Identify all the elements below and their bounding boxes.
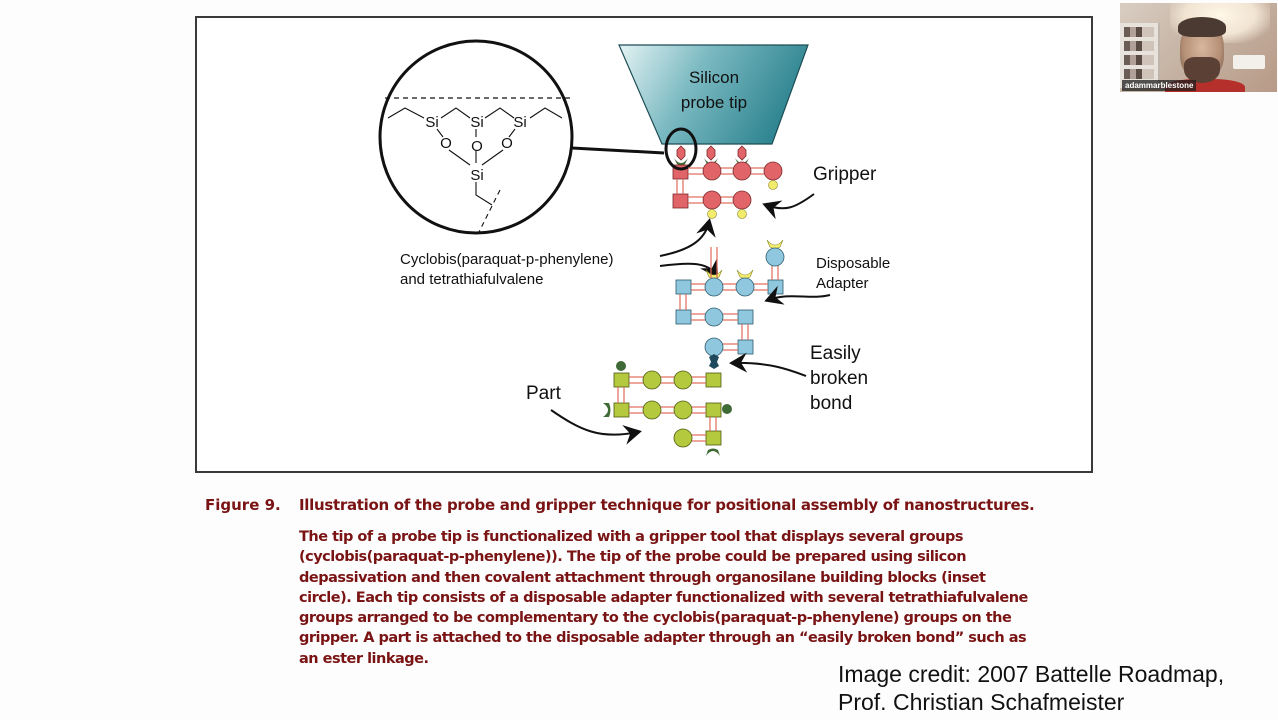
- participant-hair: [1178, 17, 1226, 37]
- caption-line: groups arranged to be complementary to t…: [299, 610, 1012, 627]
- cyclobis-label: Cyclobis(paraquat-p-phenylene) and tetra…: [400, 218, 719, 288]
- caption-line: circle). Each tip consists of a disposab…: [299, 589, 1028, 606]
- image-credit: Image credit: 2007 Battelle Roadmap, Pro…: [838, 660, 1224, 716]
- cyclobis-label-line1: Cyclobis(paraquat-p-phenylene): [400, 251, 613, 268]
- molecular-links: [617, 167, 779, 442]
- bookshelf: [1120, 23, 1160, 88]
- figure-number: Figure 9.: [205, 496, 281, 514]
- gripper-label: Gripper: [813, 164, 877, 185]
- bond-label-line1: Easily: [810, 343, 861, 364]
- adapter-label-line1: Disposable: [816, 255, 890, 272]
- caption-line: (cyclobis(paraquat-p-phenylene)). The ti…: [299, 549, 967, 566]
- participant-name-label: adammarblestone: [1122, 80, 1197, 91]
- silicon-probe-tip: Silicon probe tip: [618, 44, 809, 145]
- credit-line-2: Prof. Christian Schafmeister: [838, 689, 1125, 715]
- figure-title: Illustration of the probe and gripper te…: [299, 496, 1035, 514]
- caption-line: depassivation and then covalent attachme…: [299, 569, 986, 586]
- probe-label-line2: probe tip: [681, 93, 747, 112]
- cyclobis-label-line2: and tetrathiafulvalene: [400, 271, 543, 288]
- easily-broken-bond-label: Easily broken bond: [729, 343, 868, 414]
- adapter-label-line2: Adapter: [816, 275, 869, 292]
- caption-line: The tip of a probe tip is functionalized…: [299, 529, 963, 545]
- atom-si-2: Si: [470, 114, 483, 131]
- atom-si-4: Si: [470, 167, 483, 184]
- atom-si-1: Si: [425, 114, 438, 131]
- air-conditioner: [1233, 55, 1265, 69]
- caption-line: gripper. A part is attached to the dispo…: [299, 630, 1027, 647]
- inset-circle: Si Si Si O O O Si: [378, 39, 665, 235]
- gripper-molecule: Gripper: [664, 127, 877, 220]
- participant-beard: [1184, 57, 1220, 83]
- figure-caption-body: The tip of a probe tip is functionalized…: [299, 527, 1099, 669]
- part-molecule: Part: [526, 361, 732, 456]
- atom-o-1: O: [440, 135, 452, 152]
- disposable-adapter: Disposable Adapter: [675, 239, 890, 369]
- caption-line: an ester linkage.: [299, 650, 429, 667]
- credit-line-1: Image credit: 2007 Battelle Roadmap,: [838, 661, 1225, 687]
- probe-label-line1: Silicon: [689, 68, 739, 87]
- part-label: Part: [526, 383, 562, 404]
- bond-label-line2: broken: [810, 368, 868, 389]
- atom-si-3: Si: [513, 114, 526, 131]
- participant-video-tile[interactable]: adammarblestone: [1120, 3, 1277, 92]
- bond-label-line3: bond: [810, 393, 852, 414]
- atom-o-3: O: [501, 135, 513, 152]
- atom-o-2: O: [471, 138, 483, 155]
